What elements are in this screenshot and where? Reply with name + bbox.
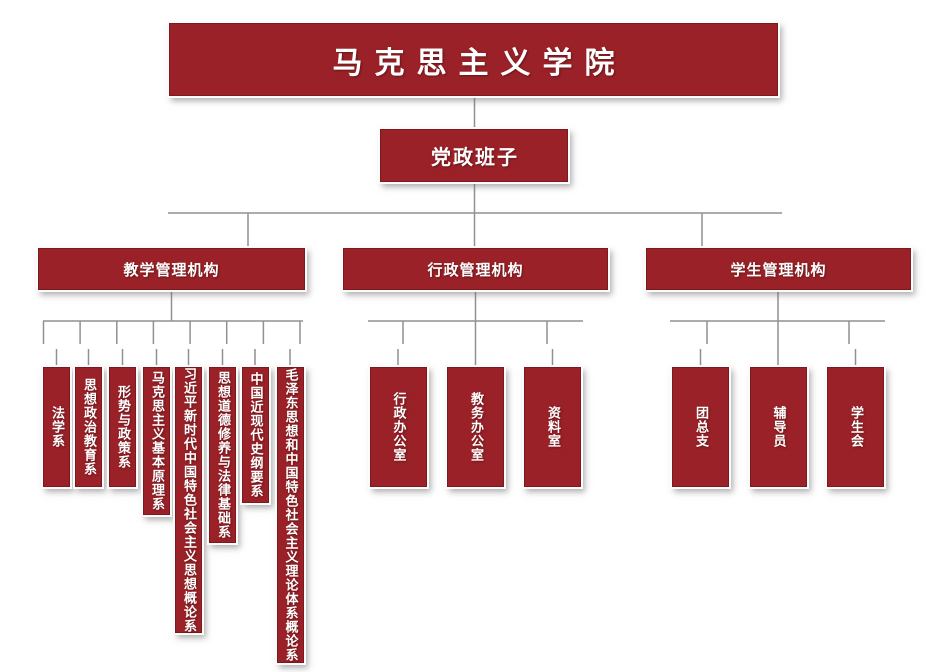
moral-cultivation-and-law-basics-dept-box: 思想道德修养与法律基础系 bbox=[209, 367, 236, 543]
administrative-management-branch-box: 行政管理机构 bbox=[343, 248, 608, 290]
student-union-box: 学生会 bbox=[827, 367, 884, 487]
academic-affairs-office-box: 教务办公室 bbox=[447, 367, 504, 487]
situation-and-policy-dept-box: 形势与政策系 bbox=[109, 367, 136, 487]
administration-office-box: 行政办公室 bbox=[369, 367, 427, 487]
xi-jinping-thought-overview-dept-box: 习近平新时代中国特色社会主义思想概论系 bbox=[175, 367, 202, 633]
modern-chinese-history-outline-dept-box: 中国近现代史纲要系 bbox=[241, 367, 269, 503]
law-dept-box: 法学系 bbox=[43, 367, 70, 487]
youth-league-general-branch-box: 团总支 bbox=[672, 367, 729, 487]
ideological-political-education-dept-box: 思想政治教育系 bbox=[75, 367, 102, 487]
reference-room-box: 资料室 bbox=[524, 367, 581, 487]
teaching-branch-label: 教学管理机构 bbox=[123, 260, 220, 279]
party-admin-leadership-box: 党政班子 bbox=[380, 129, 568, 182]
student-branch-label: 学生管理机构 bbox=[730, 260, 827, 279]
teaching-management-branch-box: 教学管理机构 bbox=[38, 248, 305, 290]
admin-branch-label: 行政管理机构 bbox=[427, 260, 524, 279]
root-box-school-of-marxism: 马克思主义学院 bbox=[169, 23, 778, 96]
leadership-label: 党政班子 bbox=[431, 145, 519, 169]
marxism-basic-principles-dept-box: 马克思主义基本原理系 bbox=[143, 367, 170, 515]
student-management-branch-box: 学生管理机构 bbox=[646, 248, 911, 290]
counselors-box: 辅导员 bbox=[749, 367, 807, 487]
root-label: 马克思主义学院 bbox=[332, 45, 627, 81]
connector-group bbox=[42, 96, 885, 368]
mao-zedong-thought-theory-system-dept-box: 毛泽东思想和中国特色社会主义理论体系概论系 bbox=[276, 367, 304, 663]
